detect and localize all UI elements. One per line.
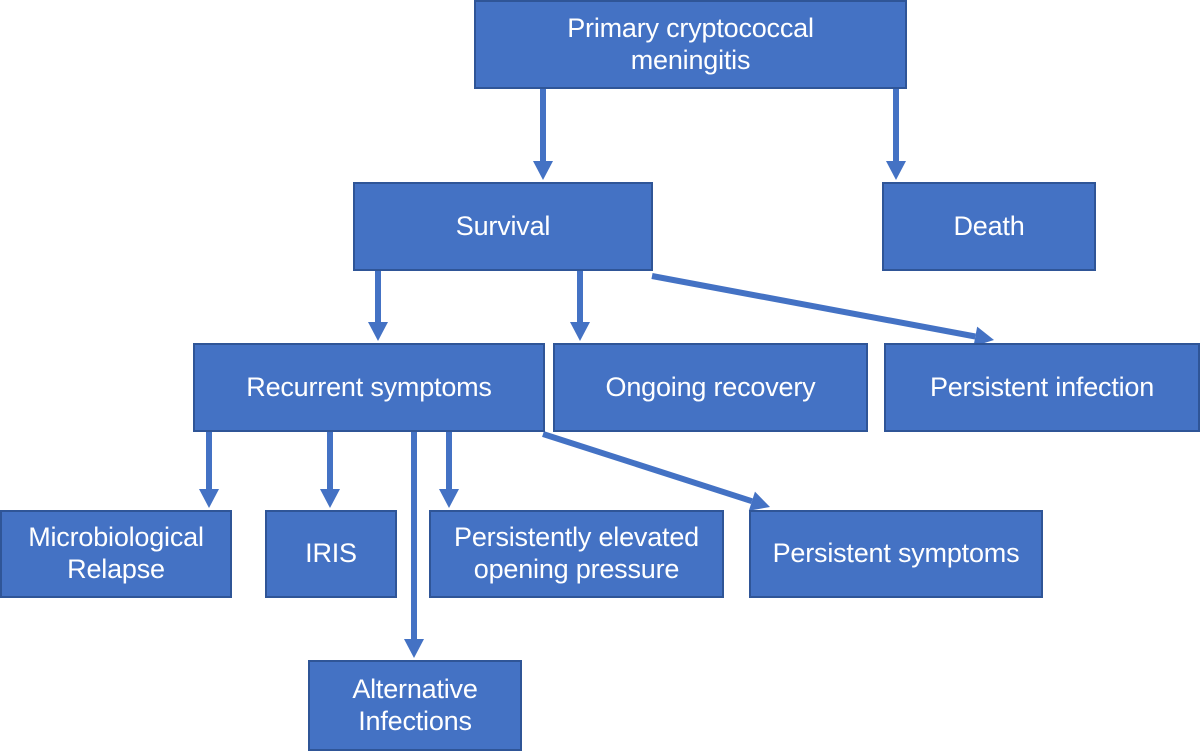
edge-arrowhead xyxy=(570,322,590,341)
node-primary: Primary cryptococcal meningitis xyxy=(474,0,907,89)
node-persistent-symptoms: Persistent symptoms xyxy=(749,510,1043,598)
edge-survival-to-ongoing-recovery xyxy=(570,271,590,341)
node-label: Persistent infection xyxy=(929,371,1155,402)
node-alternative-infections: Alternative Infections xyxy=(308,660,522,751)
edge-arrowhead xyxy=(320,489,340,508)
node-ongoing-recovery: Ongoing recovery xyxy=(553,343,868,432)
edge-primary-to-survival xyxy=(533,89,553,180)
edge-arrowhead xyxy=(533,161,553,180)
node-recurrent-symptoms: Recurrent symptoms xyxy=(193,343,545,432)
node-microbiological-relapse: Microbiological Relapse xyxy=(0,510,232,598)
edge-survival-to-recurrent-symptoms xyxy=(368,271,388,341)
edge-arrowhead xyxy=(886,161,906,180)
edge-line xyxy=(542,431,753,505)
node-label: Microbiological Relapse xyxy=(28,522,204,584)
node-label: Persistent symptoms xyxy=(772,538,1020,569)
edge-arrowhead xyxy=(748,491,770,511)
edge-arrowhead xyxy=(439,489,459,508)
node-label: Ongoing recovery xyxy=(605,371,816,402)
node-label: Primary cryptococcal meningitis xyxy=(567,12,814,75)
edge-recurrent-to-persistent-symptoms xyxy=(542,431,770,511)
node-iris: IRIS xyxy=(265,510,397,598)
node-label: Death xyxy=(953,210,1025,241)
node-label: IRIS xyxy=(305,538,357,569)
edge-arrowhead xyxy=(199,489,219,508)
node-survival: Survival xyxy=(353,182,653,271)
node-persistently-elevated-opening-pressure: Persistently elevated opening pressure xyxy=(429,510,724,598)
edge-primary-to-death xyxy=(886,89,906,180)
node-label: Persistently elevated opening pressure xyxy=(454,522,699,584)
node-label: Recurrent symptoms xyxy=(246,371,492,402)
edge-survival-to-persistent-infection xyxy=(651,273,994,347)
node-label: Survival xyxy=(455,210,551,241)
edge-arrowhead xyxy=(368,322,388,341)
node-death: Death xyxy=(882,182,1096,271)
edge-recurrent-to-alternative-infections xyxy=(404,432,424,658)
edge-arrowhead xyxy=(404,639,424,658)
edge-recurrent-to-iris xyxy=(320,432,340,508)
node-label: Alternative Infections xyxy=(352,673,478,736)
edge-recurrent-to-microbiological-relapse xyxy=(199,432,219,508)
edge-line xyxy=(651,273,976,340)
node-persistent-infection: Persistent infection xyxy=(884,343,1200,432)
edge-recurrent-to-opening-pressure xyxy=(439,432,459,508)
